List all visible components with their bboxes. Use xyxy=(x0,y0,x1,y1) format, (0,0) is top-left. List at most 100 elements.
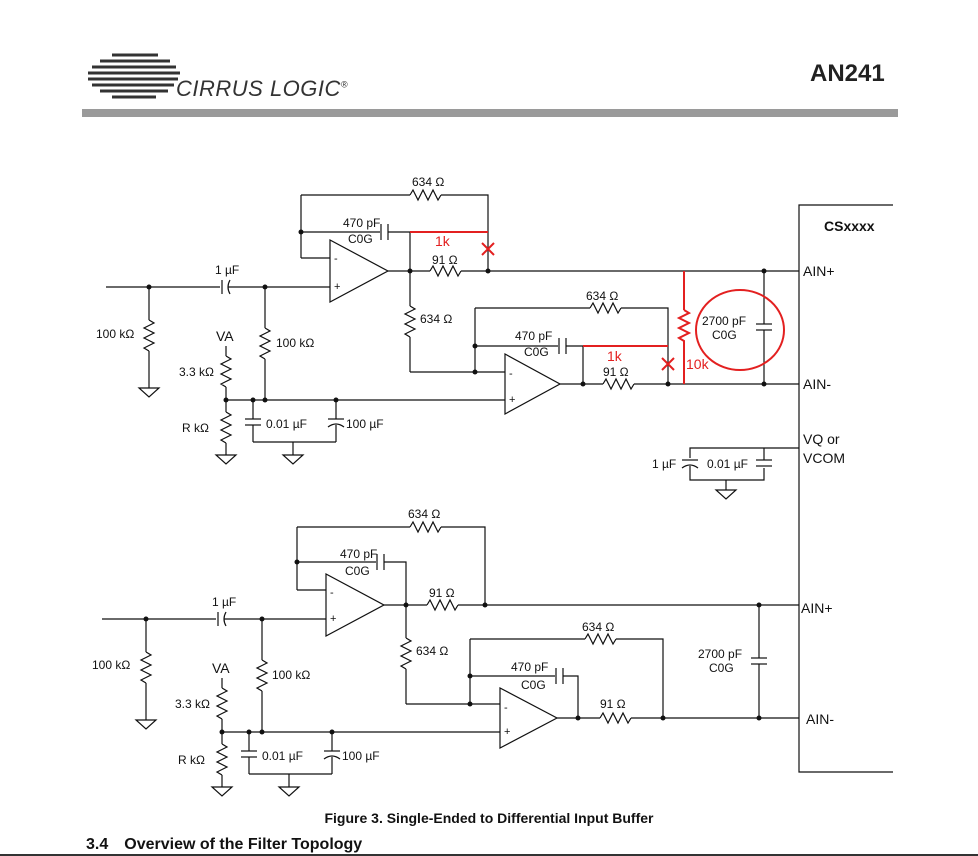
mark-1k-b: 1k xyxy=(607,348,623,364)
ground-symbol xyxy=(281,454,305,465)
wire xyxy=(621,307,669,384)
label-r-fb1-bottom: 634 Ω xyxy=(408,507,440,521)
label-r-bias-bottom: 100 kΩ xyxy=(272,668,310,682)
mark-10k: 10k xyxy=(686,356,710,372)
resistor-r-fb2-bottom xyxy=(584,632,617,646)
opamp-minus: - xyxy=(334,253,338,265)
figure-caption: Figure 3. Single-Ended to Differential I… xyxy=(324,810,654,826)
wire xyxy=(384,561,407,605)
label-c100-bottom: 100 µF xyxy=(342,749,380,763)
label-c-in-top: 1 µF xyxy=(215,263,239,277)
junction-dot xyxy=(575,715,581,721)
pin-ain-plus-bottom: AIN+ xyxy=(801,600,833,616)
resistor-r-mid-top xyxy=(403,305,417,338)
ground-symbol xyxy=(134,719,158,730)
junction-dot xyxy=(665,381,671,387)
label-c100-top: 100 µF xyxy=(346,417,384,431)
document-id: AN241 xyxy=(810,60,885,87)
label-r-fb2-top: 634 Ω xyxy=(586,289,618,303)
opamp-plus: + xyxy=(504,726,510,738)
label-c-fb1-bottom: 470 pF xyxy=(340,547,377,561)
opamp-1-top xyxy=(329,238,390,304)
label-r-fb1-top: 634 Ω xyxy=(412,175,444,189)
label-r33-top: 3.3 kΩ xyxy=(179,365,214,379)
label-c-fb1-top: 470 pF xyxy=(343,216,380,230)
label-r-in-top: 100 kΩ xyxy=(96,327,134,341)
cap-plate-curved xyxy=(323,755,341,760)
ground-symbol xyxy=(210,786,234,797)
section-title: Overview of the Filter Topology xyxy=(124,836,363,853)
label-rk-top: R kΩ xyxy=(182,421,209,435)
pin-vq-or: VQ or xyxy=(803,431,840,447)
resistor-r-fb1-bottom xyxy=(409,520,442,534)
label-c-diff-bottom: 2700 pF xyxy=(698,647,742,661)
junction-dot xyxy=(660,715,666,721)
wire xyxy=(441,194,489,272)
resistor-r-out2-top xyxy=(602,377,635,391)
bottom-rule xyxy=(0,854,978,856)
resistor-r-in-bottom xyxy=(139,651,153,684)
junction-dot xyxy=(485,268,491,274)
resistor-r-fb1-top xyxy=(409,188,442,202)
resistor-r-out1-top xyxy=(429,264,462,278)
opamp-plus: + xyxy=(509,394,515,406)
cap-plate-curved xyxy=(681,464,699,469)
wire xyxy=(616,638,664,718)
label-c-vq1: 1 µF xyxy=(652,457,676,471)
label-r-mid-bottom: 634 Ω xyxy=(416,644,448,658)
top-circuit: CSxxxx 100 kΩ 1 µF 100 kΩ VA 3.3 kΩ R kΩ xyxy=(96,175,893,773)
junction-dot xyxy=(580,381,586,387)
red-x-mark xyxy=(481,242,495,256)
pin-vcom: VCOM xyxy=(803,450,845,466)
resistor-r-out1-bottom xyxy=(426,598,459,612)
label-va-top: VA xyxy=(216,328,234,344)
label-c-diff-top: 2700 pF xyxy=(702,314,746,328)
label-c-in-bottom: 1 µF xyxy=(212,595,236,609)
wire xyxy=(441,526,486,605)
wire xyxy=(689,466,765,481)
label-c001-bottom: 0.01 µF xyxy=(262,749,303,763)
label-rk-bottom: R kΩ xyxy=(178,753,205,767)
label-r-out1-bottom: 91 Ω xyxy=(429,586,455,600)
resistor-r-in-top xyxy=(142,319,156,352)
label-r-bias-top: 100 kΩ xyxy=(276,336,314,350)
opamp-1-bottom xyxy=(325,572,386,638)
label-r33-bottom: 3.3 kΩ xyxy=(175,697,210,711)
label-c-fb1-type-bottom: C0G xyxy=(345,564,370,578)
resistor-rk-bottom xyxy=(215,743,229,776)
resistor-r-bias-top xyxy=(258,327,272,360)
opamp-plus: + xyxy=(334,281,340,293)
label-c-fb2-type-bottom: C0G xyxy=(521,678,546,692)
pin-ain-minus-bottom: AIN- xyxy=(806,711,834,727)
opamp-2-top xyxy=(504,352,562,416)
label-c-diff-type-top: C0G xyxy=(712,328,737,342)
label-c001-top: 0.01 µF xyxy=(266,417,307,431)
resistor-r-out2-bottom xyxy=(599,711,632,725)
red-x-mark xyxy=(661,357,675,371)
wire xyxy=(563,675,579,718)
ground-symbol xyxy=(277,786,301,797)
junction-dot xyxy=(262,397,268,403)
junction-dot xyxy=(482,602,488,608)
label-r-out1-top: 91 Ω xyxy=(432,253,458,267)
opamp-minus: - xyxy=(504,702,508,714)
opamp-minus: - xyxy=(509,368,513,380)
resistor-r-fb2-top xyxy=(589,301,622,315)
ground-symbol xyxy=(214,454,238,465)
logo-text: CIRRUS LOGIC® xyxy=(176,76,349,101)
cap-plate-curved xyxy=(327,423,345,428)
resistor-r-mid-bottom xyxy=(399,637,413,670)
resistor-rk-top xyxy=(219,411,233,444)
wire xyxy=(388,231,411,272)
label-va-bottom: VA xyxy=(212,660,230,676)
junction-dot xyxy=(259,729,265,735)
label-c-fb2-bottom: 470 pF xyxy=(511,660,548,674)
chip-label: CSxxxx xyxy=(824,218,875,234)
section-number: 3.4 xyxy=(86,836,109,853)
opamp-minus: - xyxy=(330,587,334,599)
ground-symbol xyxy=(714,489,738,500)
resistor-r33-bottom xyxy=(215,687,229,720)
red-resistor-10k xyxy=(676,309,692,384)
label-r-fb2-bottom: 634 Ω xyxy=(582,620,614,634)
